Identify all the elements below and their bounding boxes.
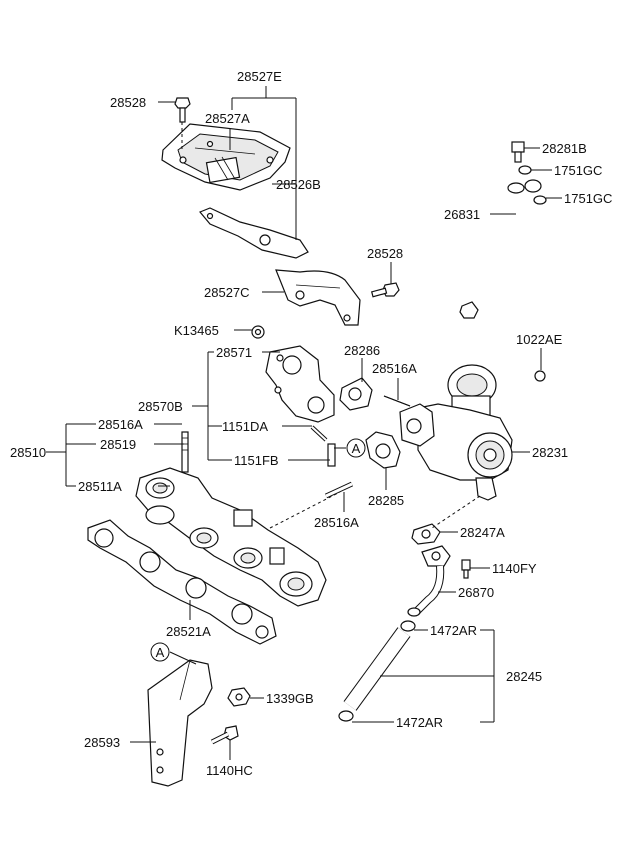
- oil-return-pipe-26870: [407, 565, 445, 617]
- callout-labels: 28527E 28528 28527A 28526B 28528 28527C …: [10, 69, 612, 778]
- oil-return-flange: [421, 545, 451, 567]
- bolt-28528-top: [174, 97, 191, 150]
- label-K13465: K13465: [174, 323, 219, 338]
- label-1140FY: 1140FY: [492, 561, 537, 576]
- bracket-28593: [147, 659, 213, 787]
- adapter-28571: [265, 345, 335, 423]
- label-28526B: 28526B: [276, 177, 321, 192]
- label-1151FB: 1151FB: [234, 453, 279, 468]
- label-1472AR-lower: 1472AR: [396, 715, 443, 730]
- stud-1151FB: [327, 443, 336, 467]
- bolt-1140HC: [210, 725, 239, 745]
- oil-return-hose-28245: [343, 627, 411, 711]
- bolt-28528-lower: [370, 282, 400, 298]
- label-28510: 28510: [10, 445, 46, 460]
- banjo-fitting: [524, 179, 542, 193]
- label-28593: 28593: [84, 735, 120, 750]
- label-1751GC-upper: 1751GC: [554, 163, 602, 178]
- turbo-to-return-dash: [431, 495, 481, 529]
- ref-circle-a-lower: A: [150, 642, 170, 662]
- label-1140HC: 1140HC: [206, 763, 253, 778]
- label-28247A: 28247A: [460, 525, 505, 540]
- label-28511A: 28511A: [78, 479, 122, 494]
- exhaust-manifold-28511A: [135, 467, 327, 607]
- clip-1472AR-lower: [338, 710, 354, 722]
- label-28527E: 28527E: [237, 69, 282, 84]
- label-1751GC-lower: 1751GC: [564, 191, 612, 206]
- label-1022AE: 1022AE: [516, 332, 563, 347]
- label-28519: 28519: [100, 437, 136, 452]
- washer-1751GC-lower: [533, 195, 547, 205]
- label-28516A-left: 28516A: [98, 417, 143, 432]
- label-28245: 28245: [506, 669, 542, 684]
- label-28528-lower: 28528: [367, 246, 403, 261]
- leader-lines: [46, 86, 562, 760]
- banjo-bolt-28281B: [511, 141, 525, 163]
- stud-1151DA: [310, 425, 328, 442]
- ref-circle-a-upper: A: [346, 438, 366, 458]
- turbocharger-28231: [399, 364, 546, 501]
- gasket-28285: [365, 431, 401, 469]
- label-28527C: 28527C: [204, 285, 250, 300]
- heat-shield-lower-28527C: [275, 269, 361, 326]
- label-28570B: 28570B: [138, 399, 183, 414]
- label-28527A: 28527A: [205, 111, 250, 126]
- manifold-to-turbo-dash: [269, 491, 341, 529]
- label-28521A: 28521A: [166, 624, 211, 639]
- clip-1472AR-upper: [400, 620, 416, 632]
- stud-28516A-lower: [324, 481, 354, 499]
- label-28286: 28286: [344, 343, 380, 358]
- manifold-gasket-28521A: [87, 519, 277, 645]
- heat-shield-gasket-28526B: [199, 207, 309, 259]
- bolt-1140FY: [461, 559, 471, 579]
- label-28231: 28231: [532, 445, 568, 460]
- ref-label-a-upper: A: [352, 441, 361, 456]
- label-1472AR-upper: 1472AR: [430, 623, 477, 638]
- ref-label-a-lower: A: [156, 645, 165, 660]
- label-28528-top: 28528: [110, 95, 146, 110]
- label-28571: 28571: [216, 345, 252, 360]
- oil-feed-pipe-26831: [459, 182, 525, 319]
- gasket-28286: [339, 377, 373, 411]
- nut-K13465: [251, 325, 265, 339]
- label-1151DA: 1151DA: [222, 419, 268, 434]
- washer-1751GC-upper: [518, 165, 532, 175]
- label-28281B: 28281B: [542, 141, 587, 156]
- stud-28516A-upper: [383, 395, 411, 407]
- heat-shield-upper: [161, 123, 291, 191]
- label-28516A-upper: 28516A: [372, 361, 417, 376]
- label-1339GB: 1339GB: [266, 691, 314, 706]
- label-26870: 26870: [458, 585, 494, 600]
- stud-28519: [181, 431, 189, 473]
- label-26831: 26831: [444, 207, 480, 222]
- label-28516A-lower: 28516A: [314, 515, 359, 530]
- label-28285: 28285: [368, 493, 404, 508]
- gasket-28247A: [411, 523, 441, 545]
- nut-1339GB: [227, 687, 251, 707]
